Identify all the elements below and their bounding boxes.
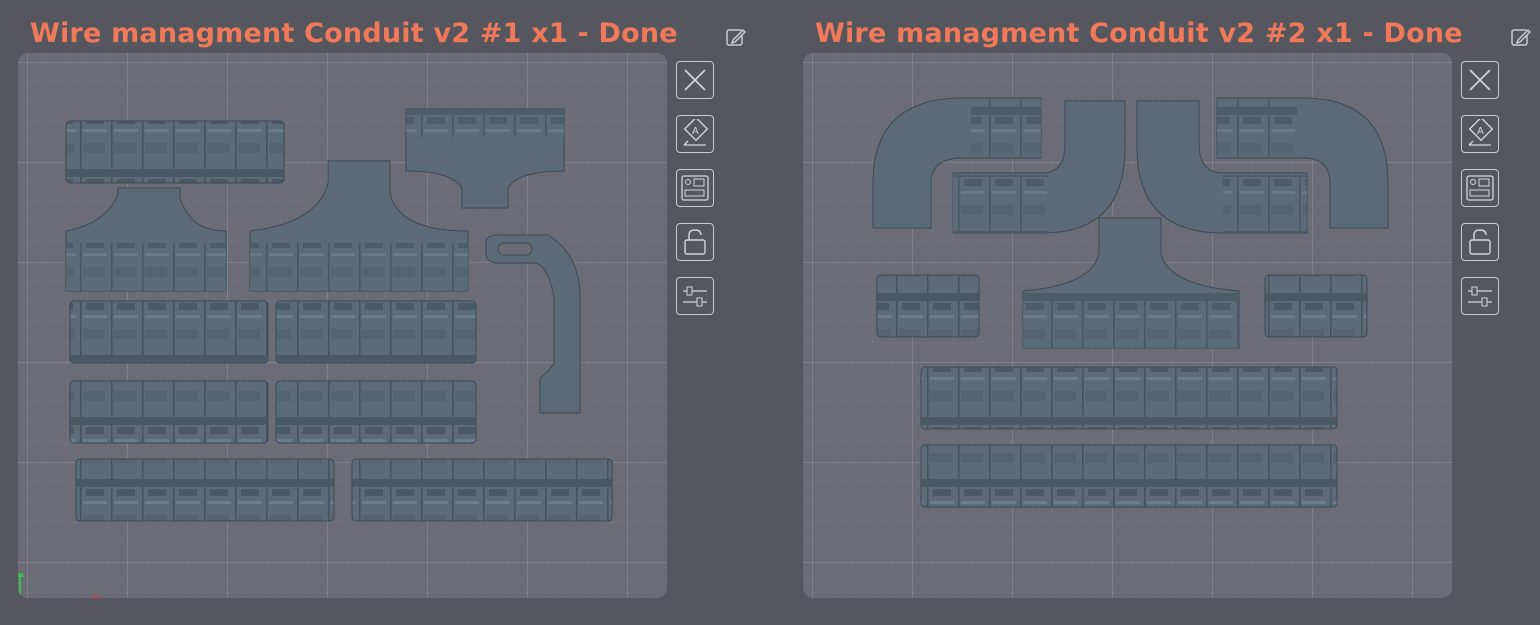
axis-gizmo	[18, 573, 100, 598]
conduit-part	[275, 300, 477, 364]
conduit-part	[275, 380, 477, 444]
lock-plate-button[interactable]	[676, 223, 714, 261]
conduit-part	[920, 444, 1338, 508]
auto-orient-button[interactable]: A	[676, 115, 714, 153]
plate-settings-button[interactable]	[676, 277, 714, 315]
build-plate-2[interactable]: 02	[803, 53, 1452, 598]
close-icon	[1469, 69, 1491, 91]
sliders-icon	[1468, 286, 1492, 307]
plate-1-toolbar: A	[676, 61, 716, 331]
auto-orient-button[interactable]: A	[1461, 115, 1499, 153]
conduit-part	[65, 120, 285, 184]
lock-icon	[1469, 229, 1491, 255]
lock-icon	[684, 229, 706, 255]
arrange-icon	[1466, 175, 1494, 201]
plate-1-parts	[65, 108, 613, 522]
sliders-icon	[683, 286, 707, 307]
conduit-part	[69, 380, 269, 444]
arrange-icon	[681, 175, 709, 201]
plate-1-title[interactable]: Wire managment Conduit v2 #1 x1 - Done	[30, 18, 678, 49]
plate-2-title[interactable]: Wire managment Conduit v2 #2 x1 - Done	[815, 18, 1463, 49]
remove-plate-button[interactable]	[1461, 61, 1499, 99]
close-icon	[684, 69, 706, 91]
conduit-part	[1264, 274, 1368, 338]
auto-orient-icon: A	[1468, 119, 1494, 146]
pencil-icon[interactable]	[1510, 26, 1532, 48]
conduit-part	[69, 300, 269, 364]
conduit-part	[876, 274, 980, 338]
arrange-button[interactable]	[1461, 169, 1499, 207]
plate-2-toolbar: A	[1461, 61, 1501, 331]
plate-settings-button[interactable]	[1461, 277, 1499, 315]
auto-orient-icon: A	[683, 119, 709, 146]
remove-plate-button[interactable]	[676, 61, 714, 99]
build-plate-1[interactable]: 01	[18, 53, 667, 598]
arrange-button[interactable]	[676, 169, 714, 207]
conduit-part	[920, 366, 1338, 430]
conduit-part	[351, 458, 613, 522]
lock-plate-button[interactable]	[1461, 223, 1499, 261]
svg-text:A: A	[1477, 126, 1484, 137]
svg-text:A: A	[692, 126, 699, 137]
conduit-part	[75, 458, 335, 522]
conduit-part	[485, 234, 581, 414]
pencil-icon[interactable]	[725, 26, 747, 48]
plate-2-parts	[872, 97, 1389, 508]
